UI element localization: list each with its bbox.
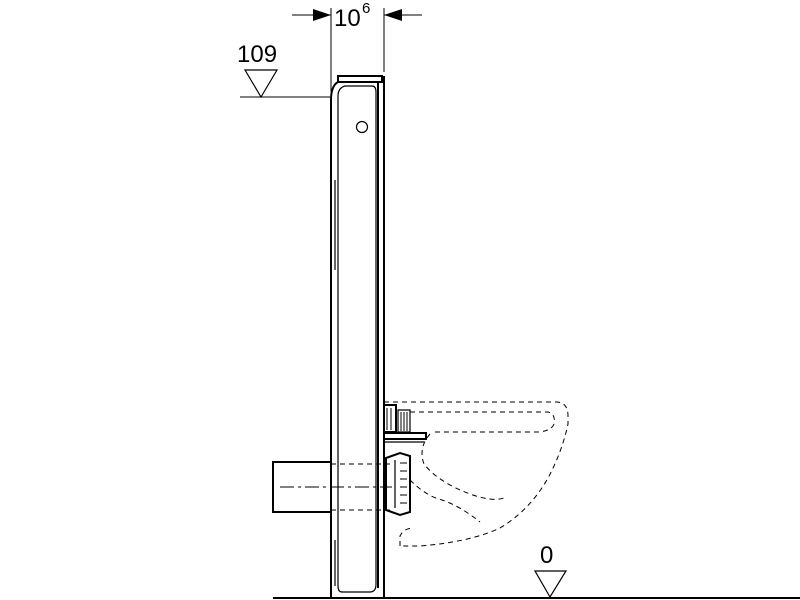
drain-connector [385, 451, 411, 517]
module-top-cap [337, 75, 383, 82]
flush-button-icon [355, 120, 369, 134]
dimension-width-value: 10 [334, 5, 361, 32]
arrow-left-icon [384, 9, 402, 21]
sanitary-module [330, 75, 385, 598]
drain-pipe [272, 461, 392, 513]
water-connector [384, 404, 397, 433]
dimension-width-superscript: 6 [362, 0, 370, 17]
bowl-rim [410, 411, 555, 433]
bowl-outer [384, 401, 569, 547]
drain-connector-body [385, 451, 411, 517]
mounting-plate [383, 432, 427, 440]
bowl-inner [421, 433, 505, 500]
level-mark-top: 109 [237, 41, 330, 99]
level-top-value: 109 [237, 41, 277, 68]
bowl-outlet [409, 479, 481, 523]
wc-bowl-outline [383, 401, 569, 550]
module-back-edge [330, 81, 339, 598]
module-body [337, 85, 377, 593]
width-dimension: 10 6 [292, 0, 422, 92]
level-mark-floor: 0 [533, 542, 568, 599]
fixing-bolt [397, 409, 411, 433]
arrow-right-icon [313, 9, 331, 21]
bowl-base [399, 527, 415, 546]
water-connection [383, 404, 427, 443]
level-floor-triangle-icon [533, 570, 568, 599]
level-floor-value: 0 [540, 542, 553, 569]
level-triangle-icon [243, 69, 279, 99]
